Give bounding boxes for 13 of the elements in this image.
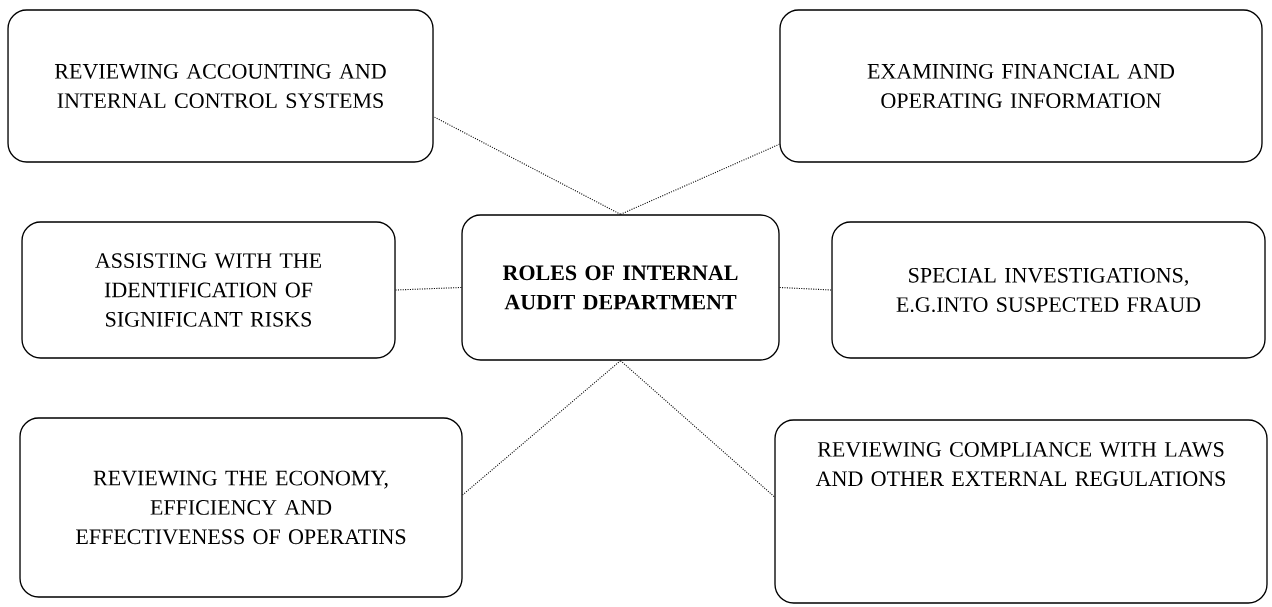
role-box: EXAMINING FINANCIAL AND OPERATING INFORMATION <box>779 9 1263 163</box>
connector-line <box>395 286 462 291</box>
central-box: ROLES OF INTERNAL AUDIT DEPARTMENT <box>461 214 780 361</box>
connector-line <box>433 116 622 215</box>
role-box: ASSISTING WITH THE IDENTIFICATION OF SIGNIFICANT RISKS <box>21 221 396 359</box>
connector-line <box>779 286 832 291</box>
connector-line <box>619 143 780 215</box>
connector-line <box>619 360 775 498</box>
role-box: REVIEWING COMPLIANCE WITH LAWS AND OTHER EXTERNAL REGULATIONS <box>774 419 1268 604</box>
connector-line <box>462 360 622 496</box>
role-box: REVIEWING THE ECONOMY, EFFICIENCY AND EFFECTIVENESS OF OPERATINS <box>19 417 463 598</box>
role-box: REVIEWING ACCOUNTING AND INTERNAL CONTROL SYSTEMS <box>7 9 434 163</box>
role-box: SPECIAL INVESTIGATIONS, E.G.INTO SUSPECTED FRAUD <box>831 221 1266 359</box>
